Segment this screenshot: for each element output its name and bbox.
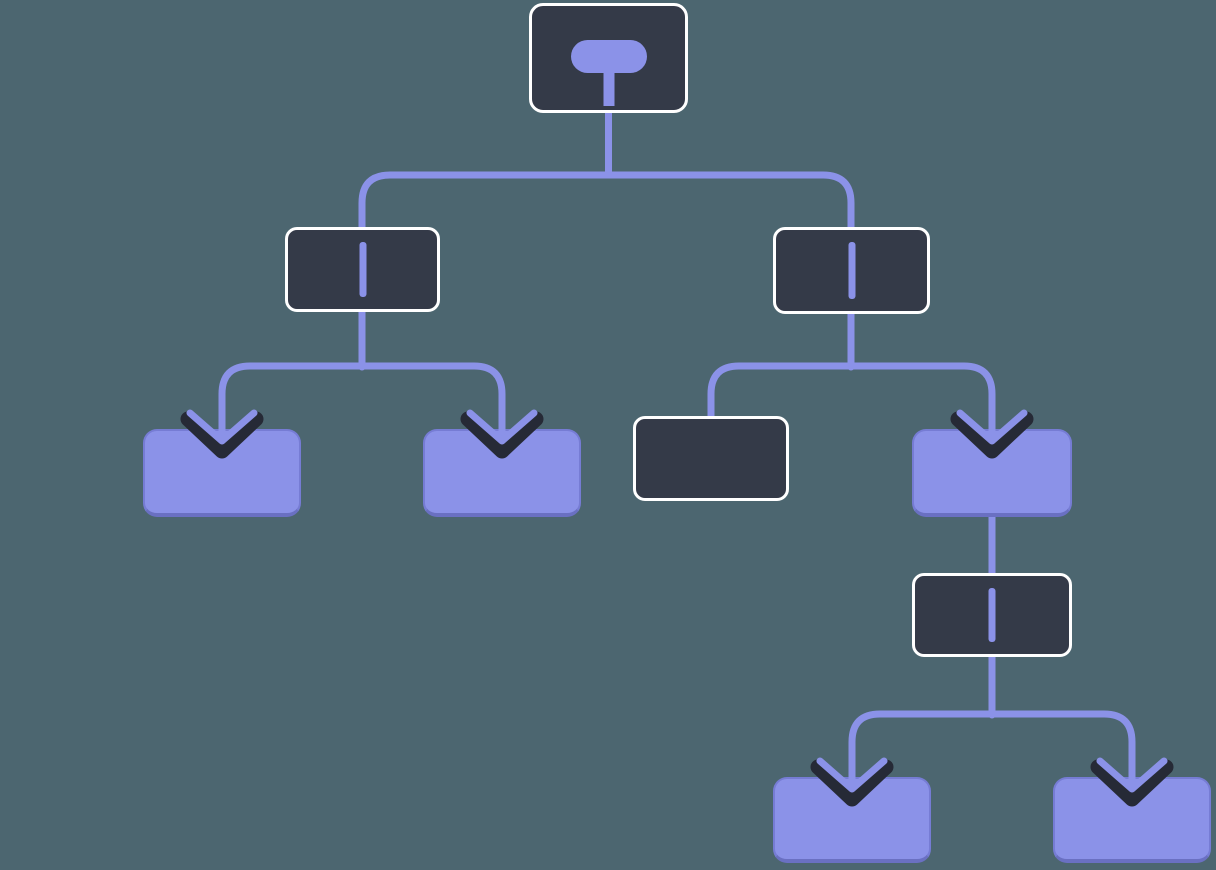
tree-node-plain-node[interactable] (633, 416, 789, 501)
tree-node-leaf-2[interactable] (423, 429, 581, 517)
tree-node-branch-left[interactable] (285, 227, 440, 312)
tree-node-leaf-4[interactable] (773, 777, 931, 863)
pill-stem-icon (603, 64, 614, 106)
tree-node-leaf-3[interactable] (912, 429, 1072, 517)
cursor-line-icon (359, 242, 366, 297)
pill-icon (570, 40, 647, 73)
tree-node-branch-bottom[interactable] (912, 573, 1072, 657)
tree-node-leaf-1[interactable] (143, 429, 301, 517)
cursor-line-icon (988, 588, 996, 642)
tree-node-root[interactable] (529, 3, 688, 113)
tree-node-leaf-5[interactable] (1053, 777, 1211, 863)
tree-node-branch-right[interactable] (773, 227, 930, 314)
cursor-line-icon (848, 242, 855, 299)
